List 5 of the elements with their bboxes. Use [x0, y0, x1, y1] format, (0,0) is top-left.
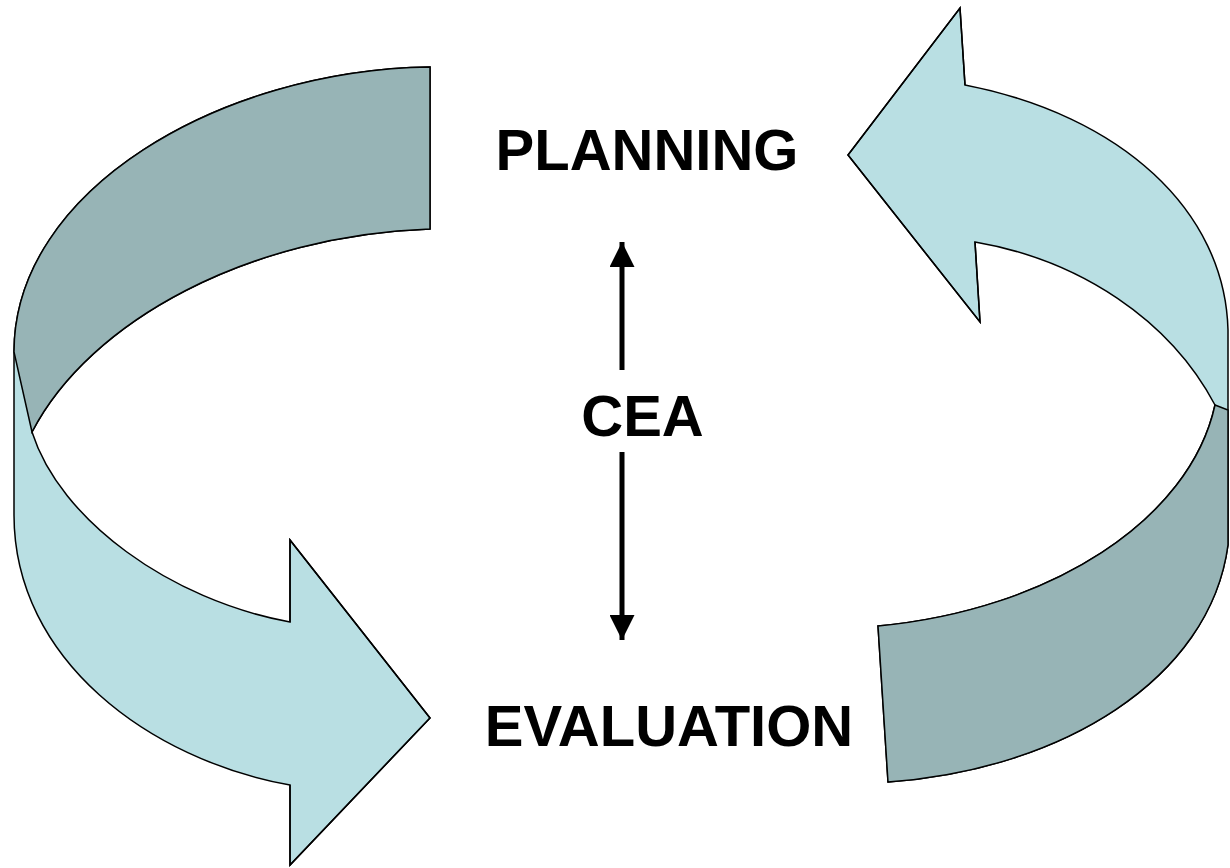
stage-label: EVALUATION	[484, 697, 854, 755]
stage-label: PLANNING	[495, 121, 799, 179]
stage-label: CEA	[581, 387, 704, 445]
arrow	[609, 242, 635, 370]
arrow	[609, 452, 635, 640]
